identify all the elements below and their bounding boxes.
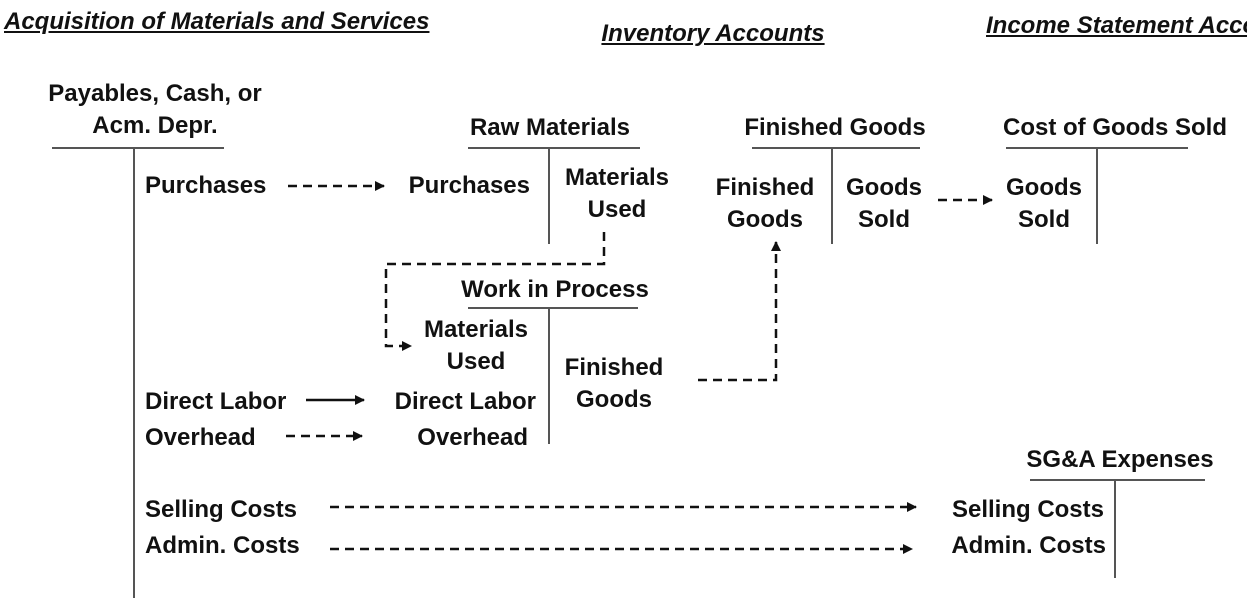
entry-payables-overhead: Overhead [145,424,256,451]
entry-payables-purchases: Purchases [145,172,267,199]
entry-cogs-goods-sold: Goods Sold [1006,174,1082,233]
account-title-finished-goods: Finished Goods [744,114,926,141]
arrow-finished-goods [698,241,781,382]
entry-sga-admin-costs: Admin. Costs [951,532,1106,559]
entry-rm-purchases: Purchases [408,172,530,199]
entry-sga-selling-costs: Selling Costs [951,496,1104,523]
header-income-statement: Income Statement Accounts [986,12,1247,39]
entry-wip-direct-labor: Direct Labor [394,388,536,415]
entry-wip-materials-used: Materials Used [423,316,529,375]
entry-payables-direct-labor: Direct Labor [145,388,287,415]
entry-payables-selling-costs: Selling Costs [145,496,298,523]
account-title-raw-materials: Raw Materials [469,114,631,141]
entry-wip-finished-goods: Finished Goods [564,354,664,413]
entry-wip-overhead: Overhead [417,424,528,451]
account-title-cogs: Cost of Goods Sold [1003,114,1227,141]
account-title-sga: SG&A Expenses [1026,446,1214,473]
header-inventory-accounts: Inventory Accounts [601,20,825,47]
account-title-payables: Payables, Cash, or Acm. Depr. [48,80,262,139]
entry-payables-admin-costs: Admin. Costs [145,532,300,559]
entry-fg-goods-sold: Goods Sold [846,174,922,233]
entry-rm-materials-used: Materials Used [564,164,670,223]
arrow-materials-used [384,232,606,351]
entry-fg-finished-goods: Finished Goods [715,174,815,233]
account-title-wip: Work in Process [461,276,649,303]
header-acquisition: Acquisition of Materials and Services [4,8,430,35]
